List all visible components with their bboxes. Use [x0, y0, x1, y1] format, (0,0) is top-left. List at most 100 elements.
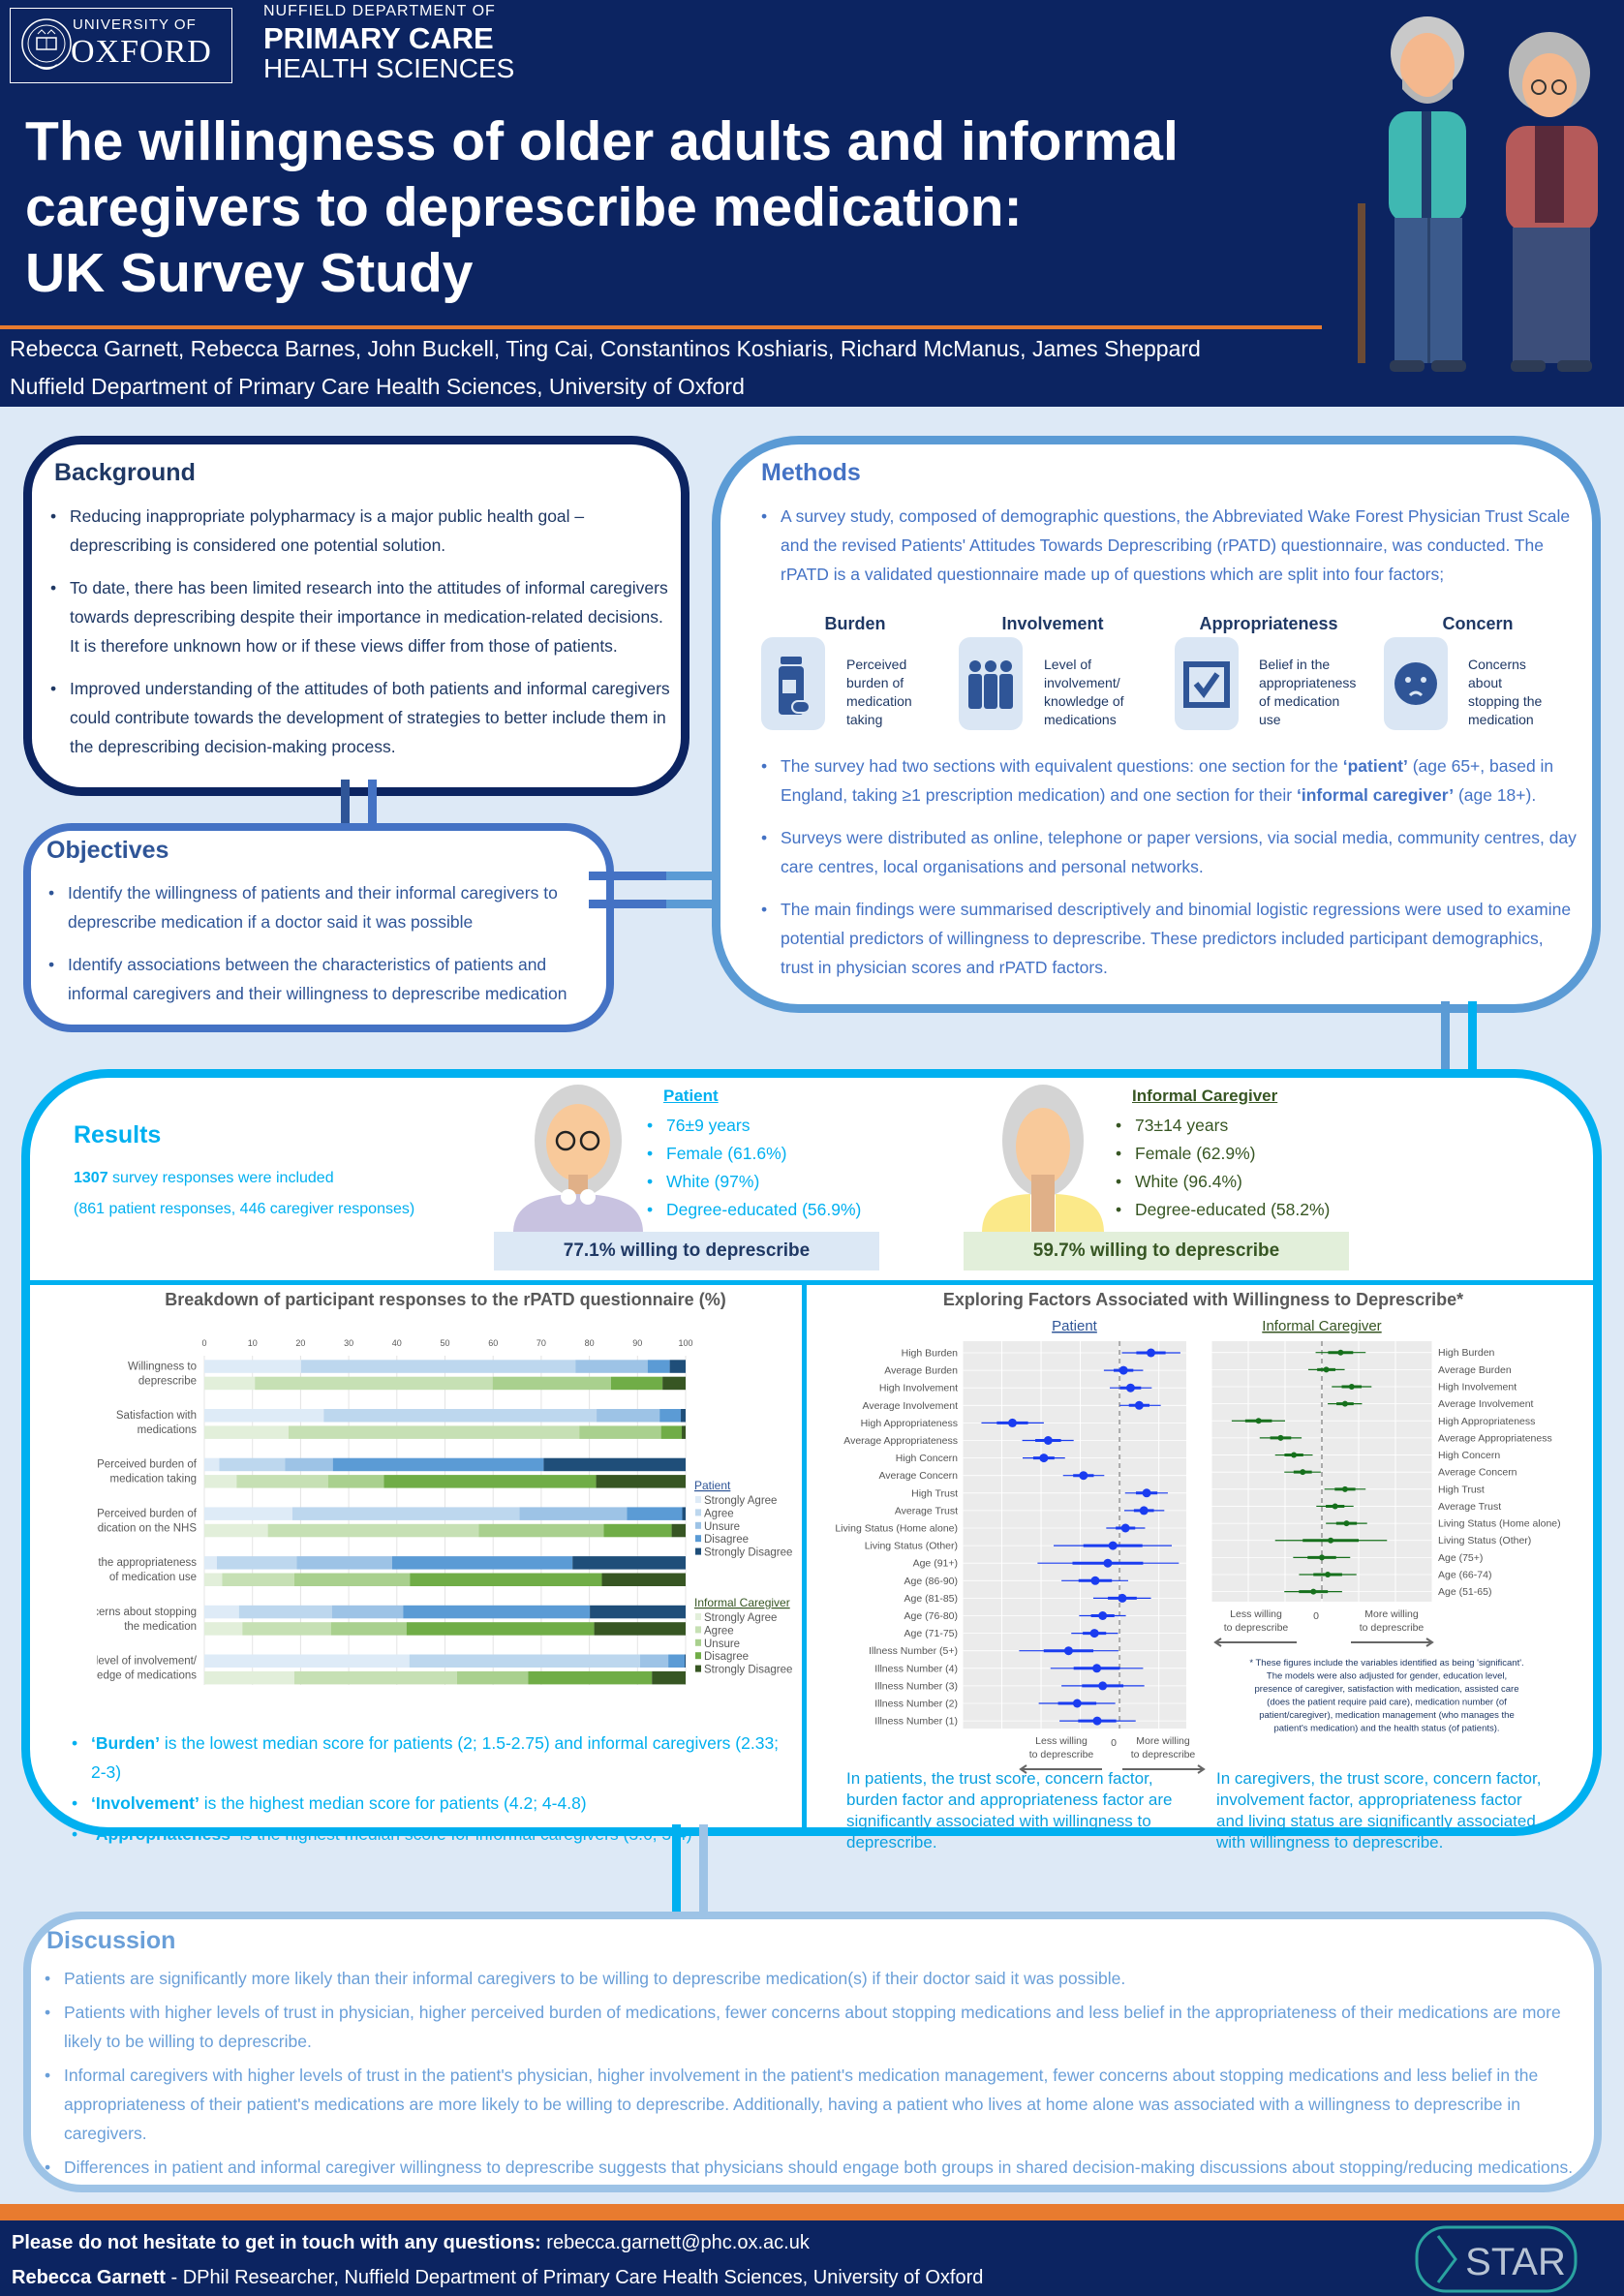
point-estimate: [1118, 1365, 1128, 1375]
point-estimate: [1092, 1716, 1102, 1726]
factor-description: Level of involvement/ knowledge of medic…: [1044, 657, 1124, 727]
bold-text: ‘Burden’: [91, 1733, 160, 1753]
row-label: Average Concern: [878, 1470, 958, 1482]
bar-segment-patient: [204, 1507, 292, 1520]
category-label: The level of involvement/: [97, 1656, 198, 1668]
contact-email[interactable]: rebecca.garnett@phc.ox.ac.uk: [546, 2232, 810, 2253]
row-label: High Involvement: [1438, 1381, 1517, 1393]
bar-segment-patient: [204, 1409, 324, 1423]
point-estimate: [1125, 1383, 1135, 1393]
bar-segment-informal-caregiver: [660, 1425, 683, 1439]
pill-bottle-icon: [761, 637, 825, 730]
legend-swatch: [695, 1626, 701, 1634]
point-estimate: [1092, 1664, 1102, 1673]
legend-label: Agree: [704, 1625, 734, 1637]
bold-text: ‘Appropriateness’: [91, 1824, 235, 1844]
discussion-bullet: Informal caregivers with higher levels o…: [37, 2061, 1590, 2148]
legend-swatch: [695, 1638, 701, 1646]
bar-segment-informal-caregiver: [579, 1425, 661, 1439]
x-tick-label: 60: [488, 1338, 498, 1348]
key-finding: ‘Involvement’ is the highest median scor…: [64, 1789, 781, 1818]
row-label: Living Status (Home alone): [1438, 1518, 1561, 1530]
people-icon: [959, 637, 1023, 730]
row-label: High Appropriateness: [1438, 1416, 1535, 1427]
contact-line: Please do not hesitate to get in touch w…: [12, 2232, 810, 2254]
caregiver-willing-badge: 59.7% willing to deprescribe: [964, 1232, 1349, 1270]
caregiver-stat: 73±14 years: [1108, 1112, 1330, 1139]
bar-segment-patient: [238, 1605, 332, 1619]
bar-segment-patient: [682, 1507, 686, 1520]
results-heading: Results: [74, 1121, 162, 1148]
bar-segment-patient: [627, 1507, 683, 1520]
bar-segment-informal-caregiver: [528, 1670, 653, 1685]
zero-label: 0: [1111, 1737, 1117, 1749]
bar-segment-patient: [204, 1360, 301, 1373]
bar-segment-patient: [403, 1605, 591, 1619]
point-estimate: [1142, 1488, 1151, 1498]
legend-swatch: [695, 1652, 701, 1660]
poster-header: UNIVERSITY OF OXFORD NUFFIELD DEPARTMENT…: [0, 0, 1624, 407]
bar-segment-patient: [216, 1556, 297, 1570]
bar-segment-informal-caregiver: [293, 1573, 411, 1586]
methods-bullet: The survey had two sections with equival…: [753, 751, 1577, 810]
results-divider: [802, 1280, 807, 1828]
footnote-line: presence of caregiver, satisfaction with…: [1255, 1684, 1519, 1695]
worried-face-icon: [1384, 637, 1448, 730]
point-estimate: [1063, 1646, 1073, 1656]
bar-segment-patient: [391, 1556, 573, 1570]
key-finding: ‘Burden’ is the lowest median score for …: [64, 1729, 781, 1787]
category-label: medication taking: [110, 1474, 198, 1485]
x-tick-label: 0: [201, 1338, 206, 1348]
point-estimate: [1072, 1699, 1082, 1708]
background-list: Reducing inappropriate polypharmacy is a…: [43, 502, 672, 775]
header-divider: [0, 325, 1322, 329]
zero-label: 0: [1313, 1610, 1319, 1622]
patient-heading: Patient: [663, 1087, 719, 1105]
row-label: Age (51-65): [1438, 1586, 1491, 1598]
point-estimate: [1090, 1576, 1100, 1585]
caregiver-stat: Female (62.9%): [1108, 1140, 1330, 1167]
bar-segment-informal-caregiver: [456, 1670, 529, 1685]
point-estimate: [1098, 1611, 1108, 1620]
connector: [341, 780, 350, 847]
methods-heading: Methods: [761, 459, 861, 486]
bar-segment-informal-caregiver: [204, 1523, 268, 1538]
affiliation: Nuffield Department of Primary Care Heal…: [10, 374, 745, 399]
key-findings: ‘Burden’ is the lowest median score for …: [64, 1729, 781, 1851]
footnote-line: patient/caregiver), medication managemen…: [1259, 1710, 1515, 1721]
caregiver-heading: Informal Caregiver: [1132, 1087, 1278, 1105]
text: (age 65+, based in England, taking ≥1 pr…: [781, 756, 1554, 805]
axis-label-more: More willing: [1364, 1608, 1419, 1620]
row-label: High Involvement: [879, 1383, 958, 1394]
author-name: Rebecca Garnett: [12, 2267, 166, 2288]
x-tick-label: 50: [440, 1338, 449, 1348]
category-label: Perceived burden of: [97, 1459, 198, 1471]
point-estimate: [1007, 1418, 1017, 1427]
bar-segment-informal-caregiver: [255, 1376, 493, 1391]
background-bullet: To date, there has been limited research…: [43, 573, 672, 660]
bold-text: ‘patient’: [1342, 756, 1408, 776]
axis-label-more: More willing: [1136, 1735, 1190, 1747]
text: is the highest median score for informal…: [234, 1824, 692, 1844]
legend-label: Strongly Disagree: [704, 1665, 792, 1676]
star-logo-text: STAR: [1465, 2241, 1566, 2283]
point-estimate: [1328, 1537, 1334, 1544]
oxford-crest-icon: [21, 18, 72, 70]
category-label: Willingness to: [128, 1361, 197, 1372]
row-label: Age (76-80): [904, 1610, 958, 1622]
axis-label-more: to deprescribe: [1131, 1749, 1196, 1760]
bar-segment-patient: [285, 1457, 333, 1472]
title-line: caregivers to deprescribe medication:: [25, 176, 1023, 238]
row-label: High Burden: [1438, 1347, 1495, 1359]
text: is the lowest median score for patients …: [91, 1733, 780, 1782]
poster-footer: Please do not hesitate to get in touch w…: [0, 2220, 1624, 2296]
footnote-line: (does the patient require paid care), me…: [1267, 1698, 1507, 1708]
row-label: Illness Number (2): [874, 1699, 958, 1710]
bar-segment-informal-caregiver: [267, 1523, 479, 1538]
bar-segment-patient: [575, 1360, 648, 1373]
bar-segment-patient: [590, 1605, 686, 1619]
legend-swatch: [695, 1496, 701, 1503]
point-estimate: [1310, 1588, 1317, 1595]
